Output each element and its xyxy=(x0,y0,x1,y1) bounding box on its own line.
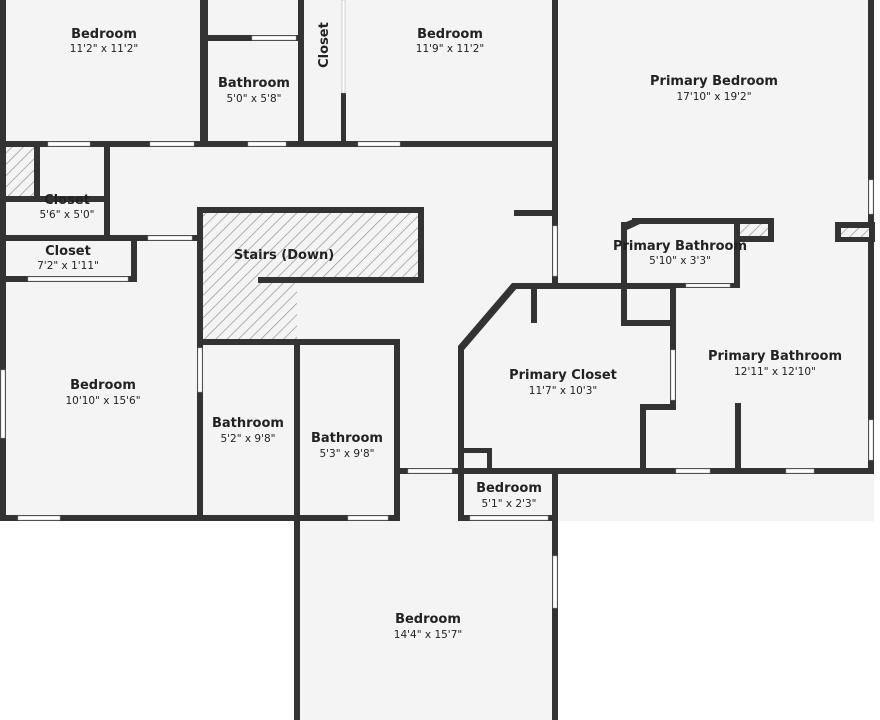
room-dimensions: 7'2" x 1'11" xyxy=(37,260,99,272)
room-dimensions: 5'1" x 2'3" xyxy=(481,498,536,510)
room-name: Closet xyxy=(45,244,91,259)
stairs-hatch xyxy=(203,213,418,278)
openings xyxy=(0,0,874,609)
room-dimensions: 12'11" x 12'10" xyxy=(734,366,816,378)
room-name: Bedroom xyxy=(70,378,136,393)
room-dimensions: 5'0" x 5'8" xyxy=(226,93,281,105)
room-dimensions: 11'2" x 11'2" xyxy=(70,43,138,55)
closet-hatch xyxy=(6,147,36,196)
room-name: Primary Bedroom xyxy=(650,74,778,89)
room-name: Closet xyxy=(317,22,332,68)
room-bedroom-4: Bedroom 14'4" x 15'7" xyxy=(394,612,462,641)
room-primary-bathroom-small: Primary Bathroom 5'10" x 3'3" xyxy=(613,239,747,267)
room-stairs: Stairs (Down) xyxy=(234,248,334,263)
room-primary-bathroom: Primary Bathroom 12'11" x 12'10" xyxy=(708,349,842,378)
room-closet-vertical: Closet xyxy=(317,22,332,68)
room-name: Bathroom xyxy=(212,416,284,431)
room-bedroom-1: Bedroom 11'2" x 11'2" xyxy=(70,27,138,55)
room-name: Bathroom xyxy=(311,431,383,446)
room-dimensions: 14'4" x 15'7" xyxy=(394,629,462,641)
room-bathroom-2: Bathroom 5'2" x 9'8" xyxy=(212,416,284,445)
stairs-hatch-lower xyxy=(203,278,297,339)
room-bathroom-3: Bathroom 5'3" x 9'8" xyxy=(311,431,383,460)
room-name: Stairs (Down) xyxy=(234,248,334,263)
shaft-hatch xyxy=(841,228,869,237)
room-dimensions: 11'9" x 11'2" xyxy=(416,43,484,55)
room-bedroom-3: Bedroom 10'10" x 15'6" xyxy=(65,378,140,407)
room-name: Bedroom xyxy=(476,481,542,496)
room-name: Primary Bathroom xyxy=(613,239,747,254)
room-name: Bedroom xyxy=(417,27,483,42)
room-bathroom-1: Bathroom 5'0" x 5'8" xyxy=(218,76,290,105)
room-bedroom-2: Bedroom 11'9" x 11'2" xyxy=(416,27,484,55)
shaft-hatch xyxy=(740,224,768,236)
room-dimensions: 10'10" x 15'6" xyxy=(65,395,140,407)
room-dimensions: 11'7" x 10'3" xyxy=(529,385,597,397)
room-name: Bathroom xyxy=(218,76,290,91)
room-closet-2: Closet 7'2" x 1'11" xyxy=(37,244,99,272)
room-primary-closet: Primary Closet 11'7" x 10'3" xyxy=(509,368,617,397)
room-name: Primary Closet xyxy=(509,368,617,383)
room-name: Closet xyxy=(44,193,90,208)
room-name: Bedroom xyxy=(71,27,137,42)
room-dimensions: 5'2" x 9'8" xyxy=(220,433,275,445)
room-primary-bedroom: Primary Bedroom 17'10" x 19'2" xyxy=(650,74,778,103)
room-bedroom-small: Bedroom 5'1" x 2'3" xyxy=(476,481,542,510)
room-name: Primary Bathroom xyxy=(708,349,842,364)
room-name: Bedroom xyxy=(395,612,461,627)
room-dimensions: 5'3" x 9'8" xyxy=(319,448,374,460)
room-dimensions: 5'6" x 5'0" xyxy=(39,209,94,221)
room-dimensions: 17'10" x 19'2" xyxy=(676,91,751,103)
room-dimensions: 5'10" x 3'3" xyxy=(649,255,711,267)
room-closet-1: Closet 5'6" x 5'0" xyxy=(39,193,94,221)
